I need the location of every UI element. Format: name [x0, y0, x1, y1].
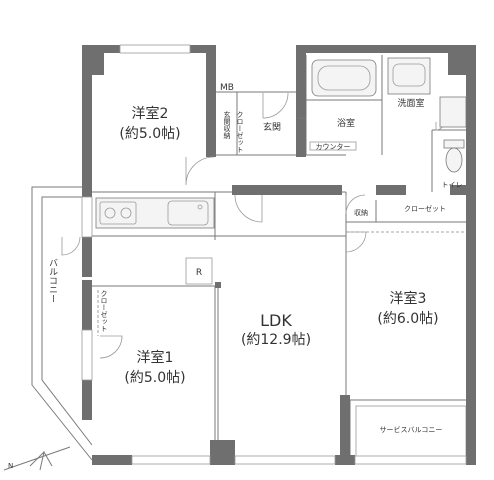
western2-area: (約5.0帖) [119, 126, 180, 142]
bath-name: 浴室 [337, 117, 355, 129]
ldk-area: (約12.9帖) [241, 332, 311, 348]
balcony-area [31, 186, 93, 461]
windows [81, 44, 467, 465]
door-swings [61, 92, 445, 359]
refrigerator-space [185, 257, 213, 285]
wash-basin [387, 57, 431, 95]
storage-label: 収納 [354, 208, 368, 217]
western1-name: 洋室1 [137, 349, 174, 366]
wet-area-walls [298, 99, 382, 119]
western1-area: (約5.0帖) [124, 370, 185, 386]
ldk-name: LDK [260, 311, 292, 330]
service-balcony-label: サービスバルコニー [380, 425, 443, 434]
closet-w3-label: クローゼット [404, 204, 446, 213]
kitchen-counter [95, 197, 215, 229]
entrance-name: 玄関 [263, 121, 281, 133]
western3-area: (約6.0帖) [377, 311, 438, 327]
shoe-storage-label: 玄関収納 [223, 110, 231, 140]
north-label: N [8, 462, 13, 470]
counter-label: カウンター [316, 142, 351, 151]
north-arrow: N [3, 446, 71, 471]
refrigerator-label: R [196, 268, 202, 278]
balcony-label: バルコニー [47, 258, 58, 303]
exterior-walls [82, 45, 476, 465]
mb-label: MB [220, 83, 234, 93]
western3-name: 洋室3 [390, 290, 427, 307]
toilet-fixture [443, 139, 465, 173]
washing-machine-pan [439, 96, 467, 128]
closet-w2-label: クローゼット [236, 111, 244, 153]
closet-w1-label: クローゼット [100, 290, 108, 332]
washroom-name: 洗面室 [397, 97, 424, 109]
western2-name: 洋室2 [132, 105, 169, 122]
toilet-name: トイレ [442, 181, 463, 189]
bathtub [309, 59, 377, 151]
